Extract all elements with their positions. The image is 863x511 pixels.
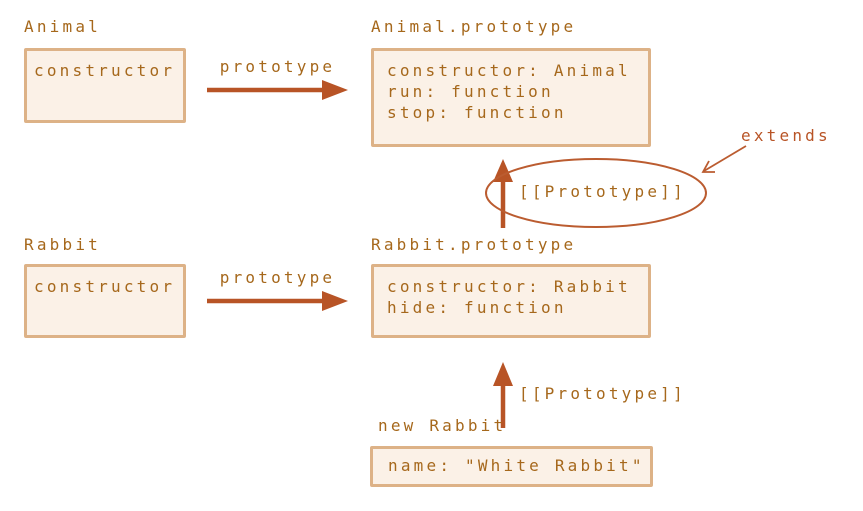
proto-ref-label-bottom: [[Prototype]] xyxy=(519,384,686,403)
new-rabbit-title: new Rabbit xyxy=(378,416,507,435)
new-rabbit-line: name: "White Rabbit" xyxy=(388,456,645,475)
animal-constructor-field: constructor xyxy=(34,61,176,80)
rabbit-prototype-line: constructor: Rabbit xyxy=(387,277,631,296)
rabbit-prototype-box: constructor: Rabbit hide: function xyxy=(371,264,651,338)
rabbit-prototype-line: hide: function xyxy=(387,298,567,317)
rabbit-prototype-title: Rabbit.prototype xyxy=(371,235,577,254)
proto-ref-arrow-top xyxy=(493,159,513,228)
animal-prototype-line: run: function xyxy=(387,82,554,101)
animal-prototype-box: constructor: Animal run: function stop: … xyxy=(371,48,651,147)
animal-prototype-line: stop: function xyxy=(387,103,567,122)
prototype-arrow-rabbit xyxy=(207,291,348,311)
extends-pointer-arrow xyxy=(701,145,747,173)
animal-title: Animal xyxy=(24,17,101,36)
animal-prototype-title: Animal.prototype xyxy=(371,17,577,36)
prototype-label-top: prototype xyxy=(219,57,336,76)
extends-label: extends xyxy=(741,126,831,145)
proto-ref-label-top: [[Prototype]] xyxy=(519,182,686,201)
new-rabbit-box: name: "White Rabbit" xyxy=(370,446,653,487)
prototype-arrow-animal xyxy=(207,80,348,100)
animal-constructor-box: constructor xyxy=(24,48,186,123)
animal-prototype-line: constructor: Animal xyxy=(387,61,631,80)
rabbit-title: Rabbit xyxy=(24,235,101,254)
prototype-label-bottom: prototype xyxy=(219,268,336,287)
rabbit-constructor-box: constructor xyxy=(24,264,186,338)
rabbit-constructor-field: constructor xyxy=(34,277,176,296)
